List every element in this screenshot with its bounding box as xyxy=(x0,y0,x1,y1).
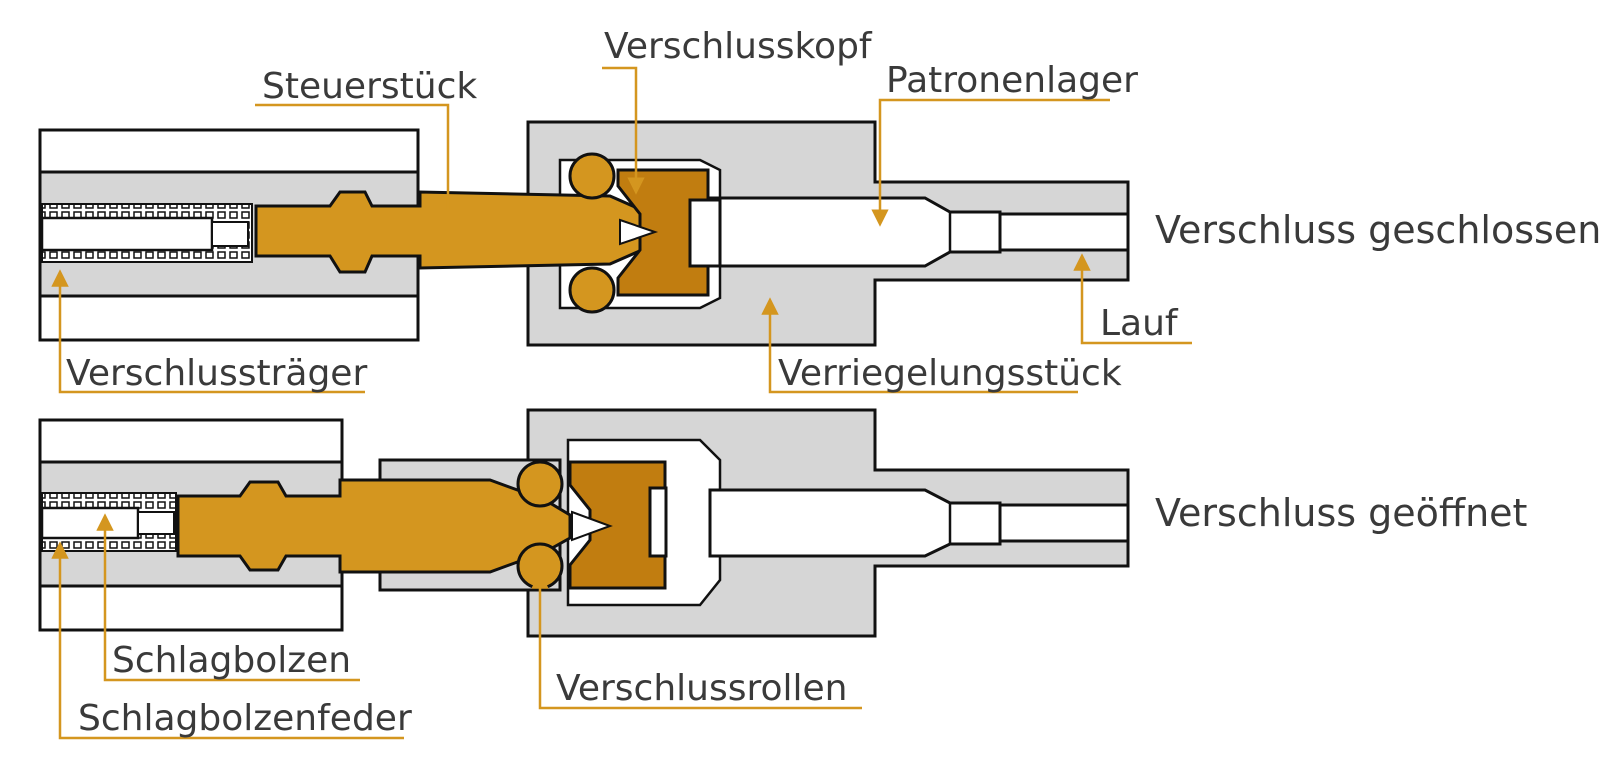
label-schlagbolzenfeder: Schlagbolzenfeder xyxy=(78,698,412,739)
roller-upper-bottom xyxy=(516,460,564,508)
part-labels: Verschlusskopf Steuerstück Patronenlager… xyxy=(66,26,1600,739)
label-verschlusskopf: Verschlusskopf xyxy=(604,26,873,67)
leader-verriegelungsstueck xyxy=(761,297,1078,394)
label-verschlussrollen: Verschlussrollen xyxy=(556,668,847,709)
open-assembly xyxy=(38,408,1130,638)
roller-upper-top xyxy=(568,152,616,200)
cartridge-bottom xyxy=(708,488,1002,558)
cartridge-top xyxy=(708,196,1002,268)
label-schlagbolzen: Schlagbolzen xyxy=(112,640,351,681)
label-verschlusstraeger: Verschlussträger xyxy=(66,353,367,394)
control-piece-bottom xyxy=(176,478,572,574)
leader-lines xyxy=(51,66,1192,740)
firing-pin-body-top xyxy=(40,216,214,252)
roller-lower-top xyxy=(568,266,616,314)
leader-schlagbolzenfeder xyxy=(51,541,404,740)
label-lauf: Lauf xyxy=(1100,303,1179,344)
leader-lauf xyxy=(1073,253,1192,345)
barrel-bore-top xyxy=(998,212,1130,252)
barrel-bore-bottom xyxy=(998,503,1130,543)
closed-assembly xyxy=(38,120,1130,347)
leader-schlagbolzen xyxy=(96,513,360,682)
leader-verschlussrollen xyxy=(531,571,862,710)
label-patronenlager: Patronenlager xyxy=(886,60,1138,101)
state-open-label: Verschluss geöffnet xyxy=(1155,491,1527,535)
leader-patronenlager xyxy=(871,98,1110,227)
state-closed-label: Verschluss geschlossen xyxy=(1155,208,1600,252)
leader-steuerstueck xyxy=(255,103,457,227)
leader-verschlusskopf xyxy=(602,66,645,195)
firing-pin-body-bottom xyxy=(40,506,140,540)
label-verriegelungsstueck: Verriegelungsstück xyxy=(778,353,1122,394)
label-steuerstueck: Steuerstück xyxy=(262,66,477,107)
leader-verschlusstraeger xyxy=(51,269,365,394)
